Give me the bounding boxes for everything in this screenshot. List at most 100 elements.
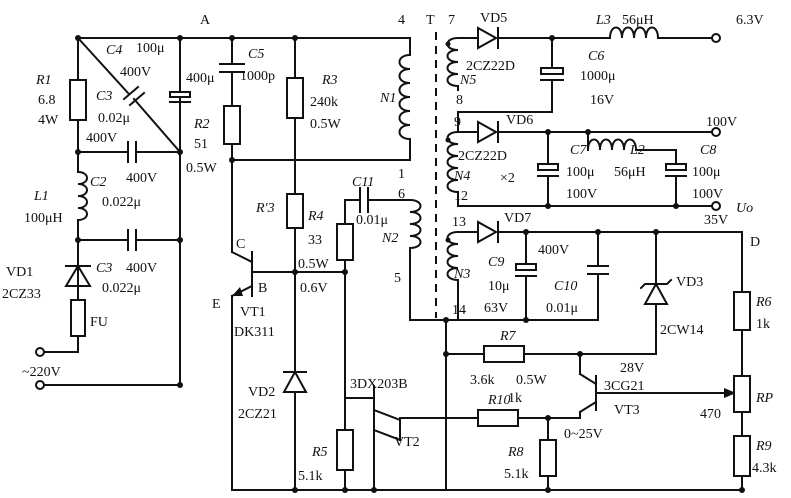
label-r6: R6 [755,295,772,310]
label-n4: N4 [453,169,470,184]
r5-resistor [336,429,354,471]
label-r2-v2: 0.5W [186,161,218,176]
label-out2: 100V [706,115,737,130]
label-pin1: 1 [398,167,405,182]
vd2-diode [282,369,308,393]
vd3-zener [643,281,669,305]
label-v06: 0.6V [300,281,328,296]
secondary-section [409,26,751,491]
label-c6-v2: 16V [590,93,614,108]
r6-resistor [733,291,751,331]
label-c6: C6 [588,49,604,64]
label-vd6-v: 2CZ22D [458,149,507,164]
label-a: A [200,13,211,28]
label-c11-v: 0.01μ [356,213,388,228]
rp-potentiometer [733,375,751,413]
uo-terminal [711,201,721,211]
r9-resistor [733,435,751,477]
label-c6-v1: 1000μ [580,69,616,84]
r10-resistor [477,409,519,427]
vd7-diode [477,220,499,244]
label-c3a-v: 0.02μ [98,111,130,126]
label-pin4: 4 [398,13,405,28]
label-r7: R7 [499,329,517,344]
label-n3: N3 [453,267,470,282]
label-vt1-v: DK311 [234,325,275,340]
label-c5: C5 [248,47,264,62]
vd6-diode [477,120,499,144]
label-range: 0~25V [564,427,603,442]
label-vt2: VT2 [394,435,420,450]
label-vd1: VD1 [6,265,33,280]
n5-winding [446,36,460,88]
label-c8-v1: 100μ [692,165,721,180]
label-uo: Uo [736,201,753,216]
label-r8-v: 5.1k [504,467,529,482]
label-r4: R4 [307,209,324,224]
label-vd6: VD6 [506,113,533,128]
label-vt2-type: 3DX203B [350,377,408,392]
label-r5: R5 [311,445,328,460]
r3-resistor [286,77,304,119]
label-c9-v1: 10μ [488,279,510,294]
label-l1-v: 100μH [24,211,63,226]
label-r8: R8 [507,445,524,460]
label-r2-v1: 51 [194,137,208,152]
label-x2: ×2 [500,171,515,186]
label-pin7: 7 [448,13,455,28]
label-c10-v: 0.01μ [546,301,578,316]
n3-winding [446,230,460,282]
label-r3-v1: 240k [310,95,338,110]
label-c9: C9 [488,255,504,270]
out-100v-terminal [711,127,721,137]
label-v28: 28V [620,361,644,376]
labels: A R1 6.8 4W C4 100μ 400V C3 0.02μ 400μ C… [2,11,777,484]
label-r7-v1: 3.6k [470,373,495,388]
l3-inductor [608,26,660,40]
fuse [70,299,86,337]
label-pin5: 5 [394,271,401,286]
label-c9-v2: 63V [484,301,508,316]
label-e-node: E [212,297,221,312]
label-c5-v: 1000p [240,69,275,84]
label-out1: 6.3V [736,13,764,28]
label-pin13: 13 [452,215,466,230]
label-ac: ~220V [22,365,61,380]
label-l3-v: 56μH [622,13,654,28]
label-r9: R9 [755,439,772,454]
label-b-node: B [258,281,267,296]
label-c4-v2: 400V [120,65,151,80]
l1-inductor [76,170,88,222]
label-c3a: C3 [96,89,112,104]
label-r7-v2: 0.5W [516,373,548,388]
label-rp-v: 470 [700,407,721,422]
label-d: D [750,235,760,250]
vd5-diode [477,26,499,50]
r8-resistor [539,439,557,477]
label-r4-v1: 33 [308,233,322,248]
r3-prime-resistor [286,193,304,229]
label-pin14: 14 [452,303,466,318]
label-r1-v1: 6.8 [38,93,56,108]
label-pin12: 12 [454,189,468,204]
r7-resistor [483,345,525,363]
label-t: T [426,13,435,28]
n4-winding [446,130,460,194]
ac-terminal-2 [35,380,45,390]
label-vd2-v: 2CZ21 [238,407,277,422]
label-r9-v: 4.3k [752,461,777,476]
label-vt1: VT1 [240,305,266,320]
label-c10: C10 [554,279,577,294]
label-l2-v: 56μH [614,165,646,180]
label-c3b-v2: 0.022μ [102,281,141,296]
label-pin8: 8 [456,93,463,108]
label-r4-v2: 0.5W [298,257,330,272]
label-c2-v2: 400V [126,171,157,186]
label-r10: R10 [487,393,511,408]
label-r1-v2: 4W [38,113,59,128]
label-pin9: 9 [454,115,461,130]
label-vd7: VD7 [504,211,531,226]
label-c3b-v1: 400V [126,261,157,276]
r2-resistor [223,105,241,145]
label-vd5-v: 2CZ22D [466,59,515,74]
